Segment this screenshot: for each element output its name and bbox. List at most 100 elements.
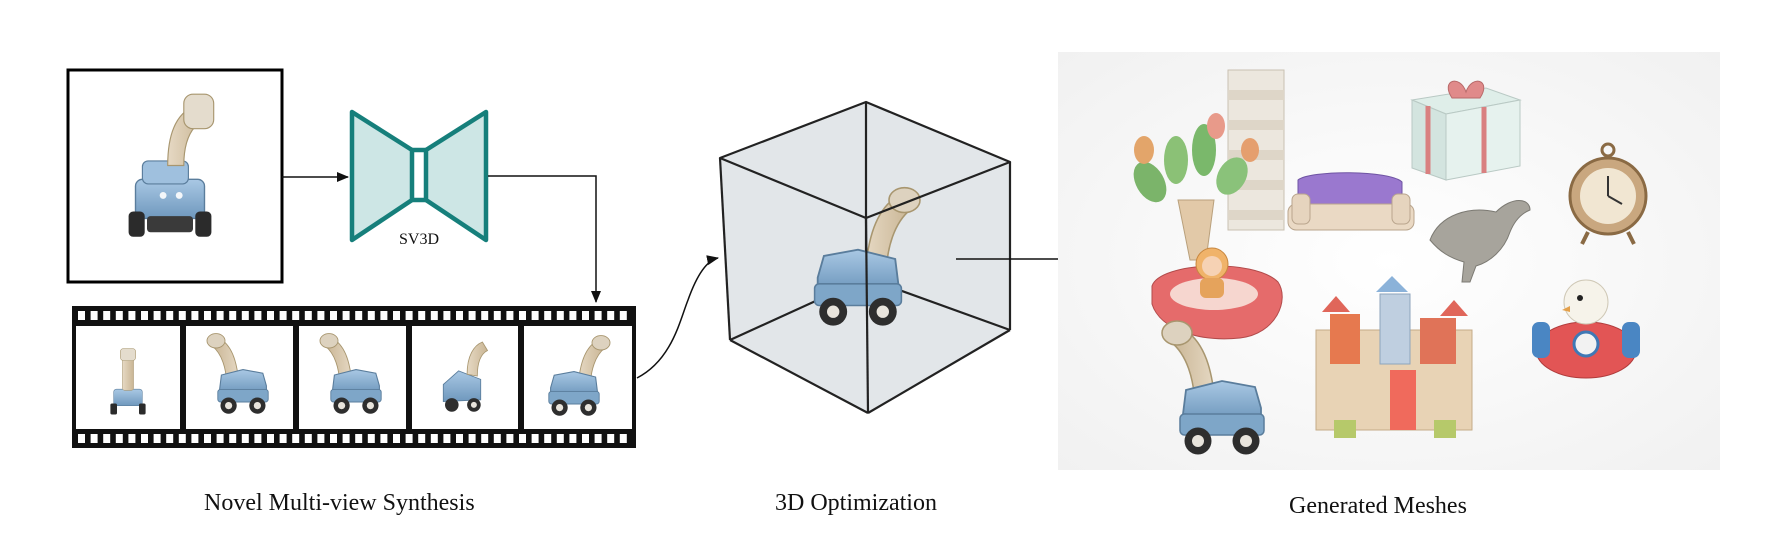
sprocket-hole xyxy=(519,434,526,443)
sprocket-hole xyxy=(304,434,312,443)
mesh-cactus xyxy=(1133,113,1259,261)
sprocket-hole xyxy=(342,311,350,320)
sprocket-hole xyxy=(254,434,262,443)
sprocket-hole xyxy=(166,311,174,320)
sprocket-hole xyxy=(380,311,388,320)
generated-meshes-collage xyxy=(1058,52,1720,470)
view-toy-4 xyxy=(442,341,489,412)
sprocket-hole xyxy=(90,434,98,443)
arrow-views-to-optimization xyxy=(636,255,719,379)
sprocket-hole xyxy=(544,434,552,443)
sprocket-hole xyxy=(506,434,514,443)
mesh-race-car xyxy=(1532,279,1640,379)
sprocket-hole xyxy=(607,434,615,443)
caption-optimization: 3D Optimization xyxy=(775,490,937,516)
sprocket-hole xyxy=(493,311,501,320)
sprocket-hole xyxy=(115,434,123,443)
sprocket-hole xyxy=(506,311,514,320)
sprocket-hole xyxy=(556,434,564,443)
mesh-gift-box xyxy=(1410,80,1522,181)
sprocket-hole xyxy=(153,311,161,320)
sprocket-hole xyxy=(468,434,476,443)
sprocket-hole xyxy=(418,311,426,320)
sprocket-hole xyxy=(619,434,627,443)
sprocket-hole xyxy=(355,311,363,320)
sprocket-hole xyxy=(544,311,552,320)
sprocket-hole xyxy=(317,434,325,443)
sprocket-hole xyxy=(292,434,300,443)
sprocket-hole xyxy=(90,311,98,320)
sprocket-hole xyxy=(355,434,363,443)
sprocket-hole xyxy=(582,311,589,320)
sprocket-hole xyxy=(128,311,136,320)
sprocket-hole xyxy=(493,434,501,443)
sprocket-hole xyxy=(166,434,174,443)
view-toy-1 xyxy=(110,348,146,415)
sprocket-hole xyxy=(430,311,438,320)
sprocket-hole xyxy=(569,311,577,320)
sprocket-hole xyxy=(241,311,249,320)
sprocket-hole xyxy=(430,434,438,443)
sprocket-hole xyxy=(279,311,287,320)
sprocket-hole xyxy=(456,311,463,320)
sprocket-hole xyxy=(103,311,111,320)
mesh-alarm-clock xyxy=(1568,142,1648,245)
sprocket-hole xyxy=(153,434,161,443)
sprocket-hole xyxy=(141,311,148,320)
sprocket-hole xyxy=(367,311,375,320)
mesh-castle xyxy=(1315,276,1473,438)
sprocket-hole xyxy=(330,434,337,443)
sprocket-hole xyxy=(191,434,199,443)
sprocket-hole xyxy=(582,434,589,443)
optimization-cube xyxy=(718,100,1012,414)
mesh-sofa xyxy=(1287,172,1415,231)
sprocket-hole xyxy=(405,434,413,443)
sv3d-label: SV3D xyxy=(399,231,439,248)
sprocket-hole xyxy=(216,434,224,443)
sprocket-hole xyxy=(78,311,85,320)
sprocket-hole xyxy=(204,434,211,443)
sprocket-hole xyxy=(141,434,148,443)
sprocket-hole xyxy=(229,311,237,320)
sprocket-hole xyxy=(342,434,350,443)
sprocket-hole xyxy=(456,434,463,443)
sprocket-hole xyxy=(556,311,564,320)
mesh-dinosaur xyxy=(1429,200,1531,283)
sprocket-hole xyxy=(468,311,476,320)
sprocket-hole xyxy=(569,434,577,443)
sprocket-hole xyxy=(405,311,413,320)
sprocket-hole xyxy=(317,311,325,320)
sprocket-hole xyxy=(241,434,249,443)
sprocket-hole xyxy=(418,434,426,443)
sv3d-model-icon xyxy=(349,109,489,243)
sprocket-hole xyxy=(519,311,526,320)
sprocket-hole xyxy=(204,311,211,320)
sprocket-hole xyxy=(594,311,602,320)
sprocket-hole xyxy=(304,311,312,320)
sprocket-hole xyxy=(216,311,224,320)
sprocket-hole xyxy=(380,434,388,443)
sprocket-hole xyxy=(481,434,489,443)
sprocket-hole xyxy=(330,311,337,320)
sprocket-hole xyxy=(279,434,287,443)
sprocket-hole xyxy=(481,311,489,320)
sprocket-hole xyxy=(619,311,627,320)
sprocket-hole xyxy=(393,434,400,443)
sprocket-hole xyxy=(103,434,111,443)
sprocket-hole xyxy=(594,434,602,443)
sprocket-hole xyxy=(78,434,85,443)
sprocket-hole xyxy=(607,311,615,320)
sprocket-hole xyxy=(267,434,274,443)
sprocket-hole xyxy=(443,311,451,320)
sprocket-hole xyxy=(292,311,300,320)
sprocket-hole xyxy=(191,311,199,320)
sprocket-hole xyxy=(393,311,400,320)
film-strip xyxy=(72,306,636,448)
arrow-model-to-views xyxy=(488,175,601,303)
input-toy-excavator xyxy=(128,93,215,237)
sprocket-hole xyxy=(178,434,186,443)
sprocket-hole xyxy=(128,434,136,443)
sprocket-hole xyxy=(229,434,237,443)
sprocket-hole xyxy=(367,434,375,443)
